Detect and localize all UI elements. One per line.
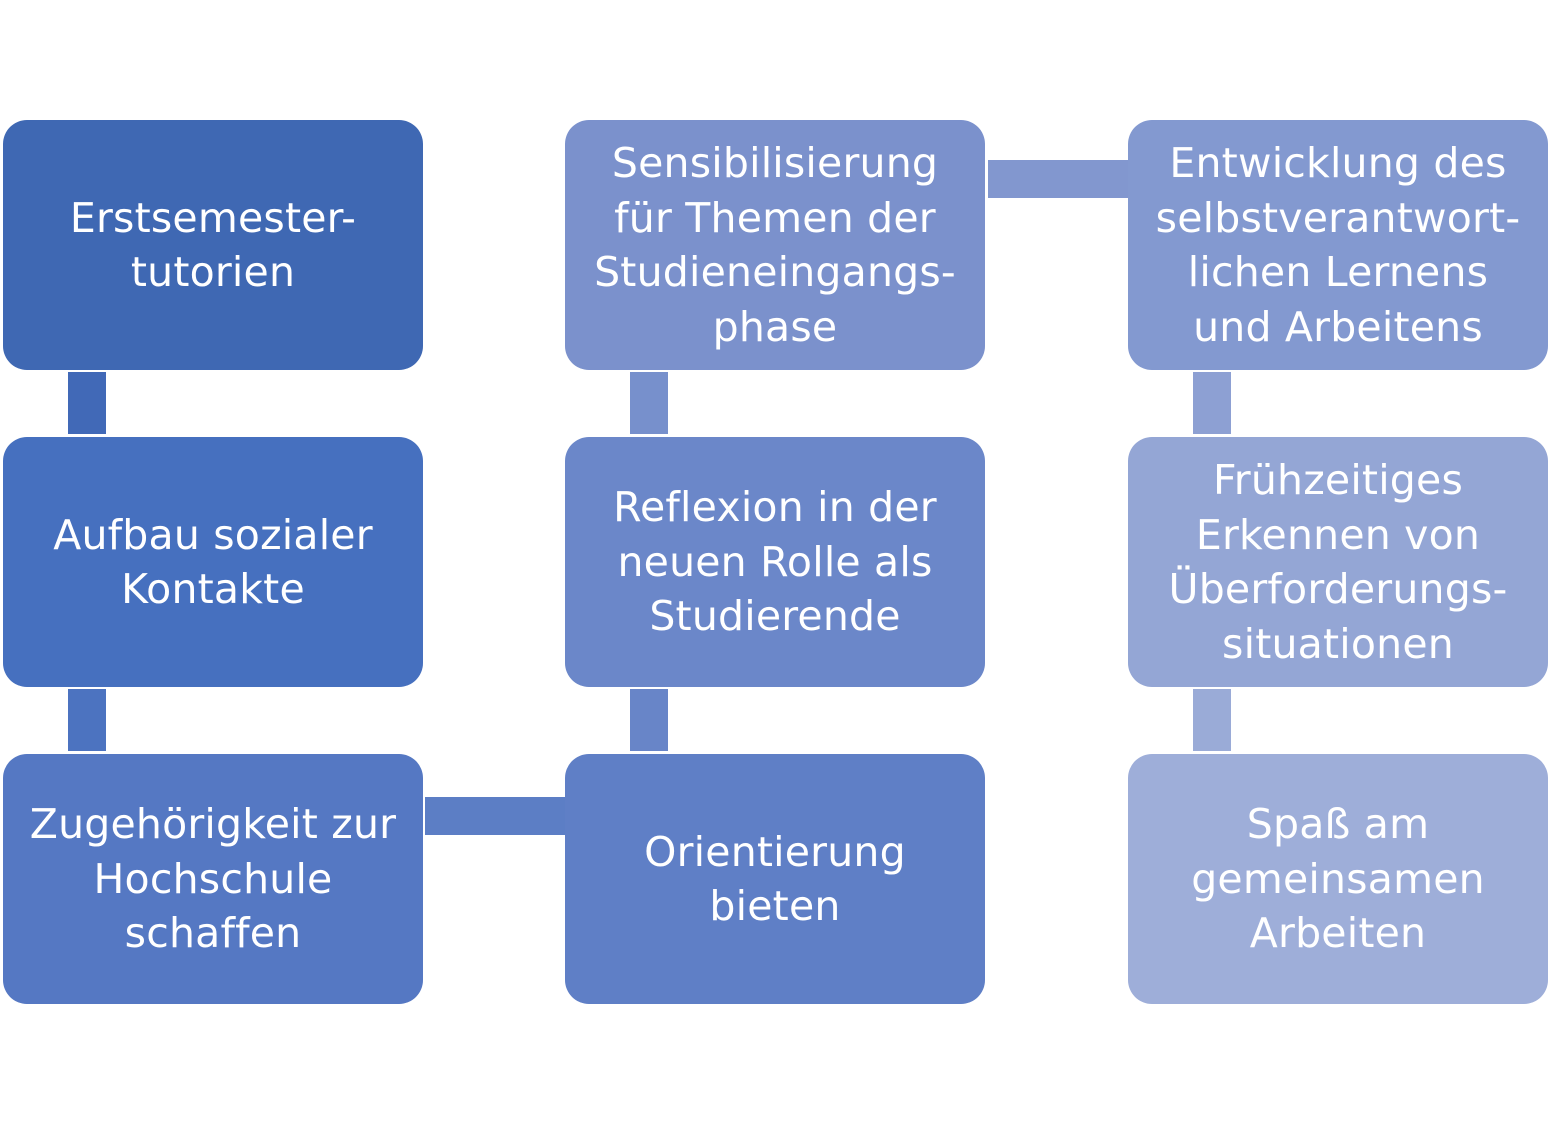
node-label: Orientierung bieten: [644, 827, 906, 931]
node-fruehzeitiges-erkennen: Frühzeitiges Erkennen von Überforderungs…: [1128, 437, 1548, 687]
connector-n7-n8: [1193, 372, 1231, 434]
node-zugehoerigkeit: Zugehörigkeit zur Hochschule schaffen: [3, 754, 423, 1004]
node-sensibilisierung: Sensibilisierung für Themen der Studiene…: [565, 120, 985, 370]
node-aufbau-sozialer-kontakte: Aufbau sozialer Kontakte: [3, 437, 423, 687]
node-label: Zugehörigkeit zur Hochschule schaffen: [29, 800, 397, 958]
node-reflexion: Reflexion in der neuen Rolle als Studier…: [565, 437, 985, 687]
connector-n1-n2: [68, 372, 106, 434]
node-label: Erstsemester- tutorien: [69, 193, 357, 297]
node-label: Frühzeitiges Erkennen von Überforderungs…: [1168, 456, 1508, 668]
node-entwicklung: Entwicklung des selbstverantwort- lichen…: [1128, 120, 1548, 370]
connector-n6-n5: [630, 689, 668, 751]
node-label: Spaß am gemeinsamen Arbeiten: [1191, 800, 1485, 958]
connector-n4-n7: [988, 160, 1128, 198]
node-label: Entwicklung des selbstverantwort- lichen…: [1155, 139, 1521, 351]
node-label: Sensibilisierung für Themen der Studiene…: [594, 139, 956, 351]
connector-n5-n4: [630, 372, 668, 434]
node-spass: Spaß am gemeinsamen Arbeiten: [1128, 754, 1548, 1004]
connector-n8-n9: [1193, 689, 1231, 751]
node-orientierung: Orientierung bieten: [565, 754, 985, 1004]
node-erstsemestertutorien: Erstsemester- tutorien: [3, 120, 423, 370]
connector-n3-n6: [425, 797, 565, 835]
connector-n2-n3: [68, 689, 106, 751]
node-label: Aufbau sozialer Kontakte: [53, 510, 373, 614]
node-label: Reflexion in der neuen Rolle als Studier…: [613, 483, 937, 641]
